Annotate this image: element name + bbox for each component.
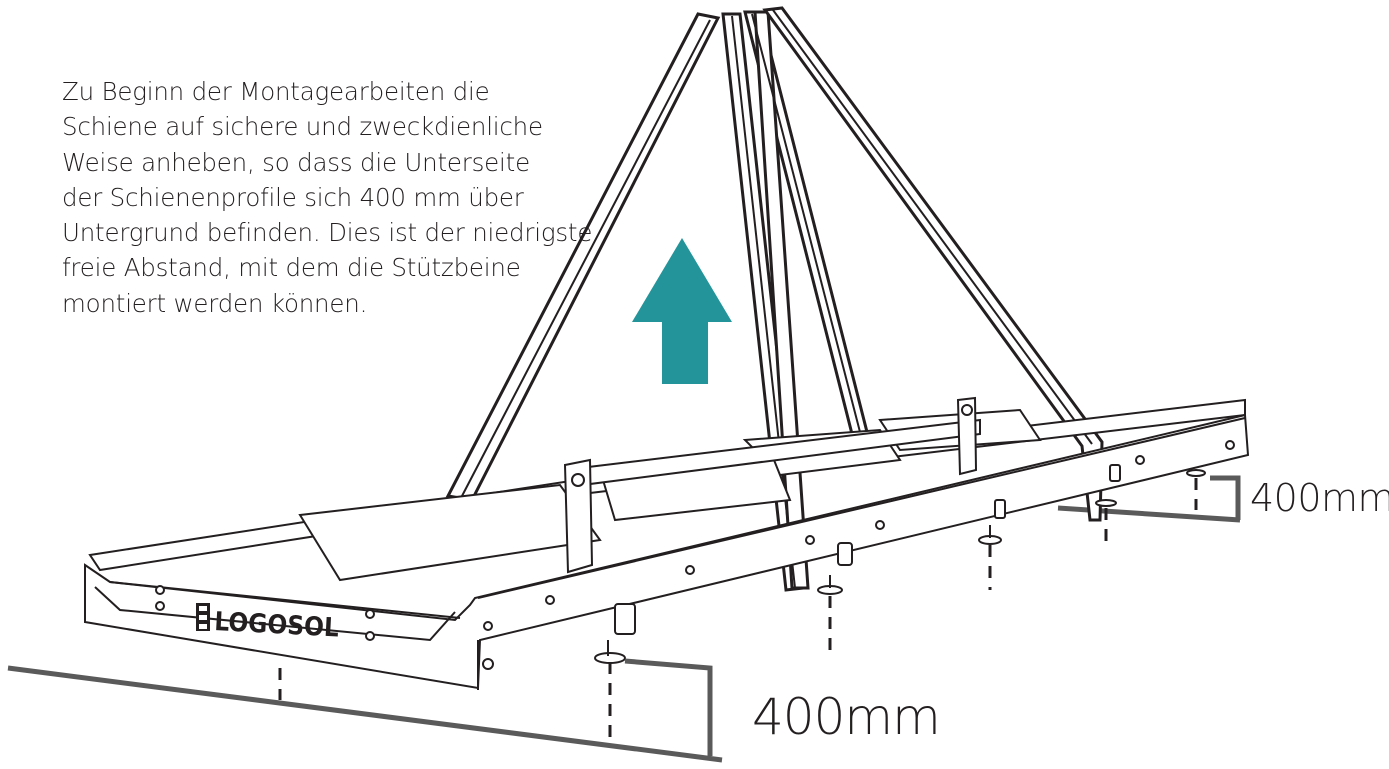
leg-position-indicator [278,478,1198,742]
brand-logo-text: LOGOSOL [214,607,340,643]
instruction-text: Zu Beginn der Montagearbeiten die Schien… [62,74,593,321]
logosol-logo-icon [196,603,210,631]
instruction-line: Weise anheben, so dass die Unterseite [62,147,530,177]
instruction-line: Schiene auf sichere und zweckdienliche [62,112,543,142]
instruction-line: Zu Beginn der Montagearbeiten die [62,77,490,106]
lift-arrow-icon [632,238,732,384]
instruction-line: der Schienenprofile sich 400 mm über [62,182,524,212]
rear-dimension-label: 400mm [1250,476,1389,520]
instruction-line: Untergrund befinden. Dies ist der niedri… [62,218,593,248]
instruction-line: montiert werden können. [62,288,368,318]
front-dimension-label: 400mm [752,688,941,746]
support-foot [594,469,1206,664]
dimension-bracket [624,475,1241,756]
instruction-line: freie Abstand, mit dem die Stützbeine [62,253,521,283]
lifting-lug [563,396,978,574]
rail-frame [84,398,1250,690]
